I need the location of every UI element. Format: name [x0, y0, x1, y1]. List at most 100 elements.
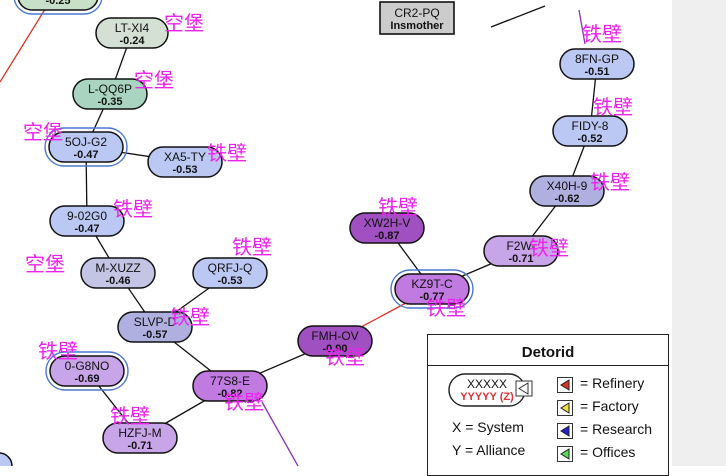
system-node-lt-xi4[interactable]: LT-XI4-0.24	[95, 17, 169, 49]
legend-title: Detorid	[521, 344, 575, 361]
annotation-77s8-e: 铁壁	[224, 390, 264, 414]
system-name: 77S8-E	[210, 374, 250, 388]
sovereignty-ring	[44, 127, 128, 167]
system-name: 8FN-GP	[575, 52, 619, 66]
system-node-xa5-ty[interactable]: XA5-TY-0.53	[147, 146, 223, 178]
annotation-qrfj-q: 铁壁	[232, 235, 272, 259]
region-exit-line-north	[0, 0, 52, 83]
system-name: KZ9T-C	[411, 277, 453, 291]
annotation-l-qq6p: 空堡	[134, 68, 174, 92]
system-name: HZFJ-M	[118, 426, 161, 440]
system-name: 9-02G0	[67, 209, 107, 223]
annotation-8fn-gp: 铁壁	[582, 22, 622, 46]
system-security: -0.57	[142, 329, 167, 341]
system-security: -0.53	[217, 275, 242, 287]
annotation-xw2h-v: 铁壁	[378, 195, 418, 219]
system-node-fmh-ov[interactable]: FMH-OV-0.90	[297, 325, 373, 357]
system-node-xw2h-v[interactable]: XW2H-V-0.87	[349, 212, 425, 244]
system-node-f2w-gs[interactable]: F2W--0.71	[483, 235, 559, 267]
service-offices-icon	[557, 446, 573, 462]
region-map: CR2-PQInsmotherInsmother -0.25LT-XI4-0.24…	[0, 0, 635, 466]
system-node-9-02g0[interactable]: 9-02G0-0.47	[49, 205, 125, 237]
system-node-qrfj-q[interactable]: QRFJ-Q-0.53	[192, 257, 268, 289]
legend-system-key: X = System	[452, 419, 524, 435]
region-exit-line-northeast	[578, 9, 586, 45]
system-security: -0.24	[119, 35, 145, 47]
annotation-9-02g0: 铁壁	[113, 197, 153, 221]
system-name: XW2H-V	[364, 216, 411, 230]
system-name: QRFJ-Q	[208, 261, 253, 275]
system-security: -0.53	[172, 164, 197, 176]
system-name: M-XUZZ	[95, 261, 140, 275]
service-refinery-icon	[557, 377, 573, 393]
annotation-kz9t-c: 铁壁	[426, 296, 466, 320]
annotation-hzfj-m: 铁壁	[110, 404, 150, 428]
system-security: -0.51	[584, 66, 609, 78]
legend-sample-system: XXXXX YYYYY (Z)	[448, 373, 533, 407]
annotation-5oj-g2: 空堡	[23, 120, 63, 144]
system-node-m-xuzz[interactable]: M-XUZZ-0.46	[80, 257, 156, 289]
system-node-5oj-g2[interactable]: 5OJ-G2-0.47	[44, 127, 128, 167]
annotation-x40h-9: 铁壁	[590, 170, 630, 194]
system-node-fidy-8[interactable]: FIDY-8-0.52	[552, 115, 628, 147]
system-node-77s8-e[interactable]: 77S8-E-0.82	[192, 370, 268, 402]
box-name: CR2-PQ	[394, 6, 439, 20]
system-name: FIDY-8	[572, 119, 609, 133]
legend-service-label: = Factory	[580, 398, 639, 414]
system-security: -0.62	[554, 193, 579, 205]
system-name: L-QQ6P	[88, 82, 132, 96]
annotation-fidy-8: 铁壁	[593, 95, 633, 119]
annotation-xa5-ty: 铁壁	[207, 141, 247, 165]
map-legend: Detorid XXXXX YYYYY (Z) X = System Y = A…	[427, 334, 669, 476]
system-name: XA5-TY	[164, 150, 206, 164]
service-pointer-icon	[518, 382, 529, 395]
annotation-slvp-d: 铁壁	[170, 305, 210, 329]
annotation-m-xuzz: 空堡	[25, 252, 65, 276]
system-node-l-qq6p[interactable]: L-QQ6P-0.35	[72, 78, 148, 110]
annotation-lt-xi4: 空堡	[164, 11, 204, 35]
system-security: -0.35	[97, 96, 122, 108]
system-name: FMH-OV	[311, 329, 358, 343]
system-node-slvp-d[interactable]: SLVP-D-0.57	[117, 311, 193, 343]
legend-service-label: = Research	[580, 421, 652, 437]
system-node-8fn-gp[interactable]: 8FN-GP-0.51	[559, 48, 635, 80]
region-exit-line-south	[261, 401, 299, 466]
scroll-gutter	[672, 0, 726, 466]
system-security: -0.46	[105, 275, 130, 287]
system-name: X40H-9	[547, 179, 588, 193]
system-security: -0.25	[45, 0, 70, 7]
system-name: 0-G8NO	[65, 359, 110, 373]
system-node-0-g8no[interactable]: 0-G8NO-0.69	[45, 351, 129, 391]
system-node-top-partial[interactable]: -0.25	[13, 0, 103, 15]
service-factory-icon	[557, 400, 573, 416]
system-security: -0.52	[577, 133, 602, 145]
system-security: -0.87	[374, 230, 399, 242]
legend-sample-name: XXXXX	[467, 377, 507, 391]
legend-alliance-key: Y = Alliance	[452, 442, 526, 458]
system-name: 5OJ-G2	[65, 135, 107, 149]
system-security: -0.69	[74, 373, 99, 385]
sovereignty-ring	[13, 0, 103, 15]
annotation-f2w-gs: 铁壁	[529, 236, 569, 260]
system-security: -0.82	[217, 388, 242, 400]
system-security: -0.77	[419, 291, 444, 303]
system-name: F2W-	[506, 239, 535, 253]
system-node-bottom-left-partial[interactable]: E	[0, 452, 13, 466]
system-security: -0.71	[127, 440, 152, 452]
legend-sample-alliance: YYYYY (Z)	[460, 391, 514, 403]
system-security: -0.71	[508, 253, 533, 265]
sovereignty-ring	[45, 351, 129, 391]
system-security: -0.47	[73, 149, 98, 161]
box-alliance: Insmother	[390, 20, 444, 32]
sovereignty-ring	[390, 269, 474, 309]
system-name: SLVP-D	[134, 315, 177, 329]
service-research-icon	[557, 423, 573, 439]
system-node-hzfj-m[interactable]: HZFJ-M-0.71	[102, 422, 178, 454]
annotation-fmh-ov: 铁壁	[325, 345, 365, 369]
system-security: -0.47	[74, 223, 99, 235]
system-node-x40h-9[interactable]: X40H-9-0.62	[529, 175, 605, 207]
system-name: LT-XI4	[115, 21, 150, 35]
system-node-kz9t-c[interactable]: KZ9T-C-0.77	[390, 269, 474, 309]
legend-divider	[428, 365, 668, 366]
